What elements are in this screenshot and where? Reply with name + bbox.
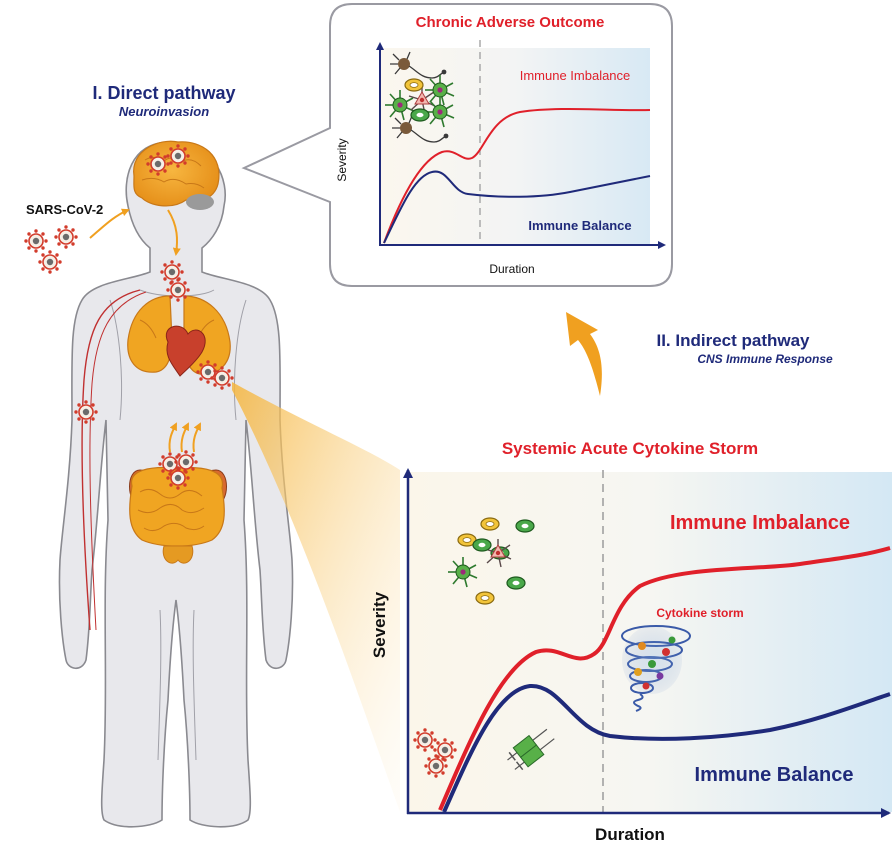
- virus-icon: [23, 228, 49, 254]
- immune-cell-icon: [404, 78, 424, 92]
- indirect-pathway-arrow: [566, 312, 602, 396]
- acute-balance-label: Immune Balance: [695, 764, 854, 786]
- acute-imbalance-label: Immune Imbalance: [670, 512, 850, 534]
- virus-icon: [53, 224, 79, 250]
- tornado-icon: [621, 625, 691, 712]
- immune-cell-icon: [410, 108, 430, 122]
- immune-cell-icon: [515, 519, 535, 533]
- direct-pathway-title: I. Direct pathway: [92, 83, 235, 103]
- human-body: [58, 140, 294, 828]
- indirect-pathway-subtitle: CNS Immune Response: [697, 352, 833, 366]
- acute-imbalance-curve: [438, 546, 891, 811]
- chronic-panel: Chronic Adverse Outcome Duration Severit…: [241, 3, 673, 287]
- chronic-imbalance-label: Immune Imbalance: [520, 68, 631, 83]
- chronic-balance-curve: [383, 170, 651, 244]
- virus-label: SARS-CoV-2: [26, 202, 103, 217]
- chronic-balance-label: Immune Balance: [528, 218, 631, 233]
- direct-pathway-subtitle: Neuroinvasion: [119, 104, 209, 119]
- immune-cell-icon: [472, 538, 492, 552]
- syringe-icon: [507, 728, 555, 771]
- virus-icon: [37, 249, 63, 275]
- indirect-pathway-title: II. Indirect pathway: [656, 331, 810, 350]
- zoom-beam: [232, 382, 400, 812]
- immune-cell-icon: [480, 517, 500, 531]
- chronic-title: Chronic Adverse Outcome: [416, 14, 605, 31]
- cytokine-storm-label: Cytokine storm: [656, 606, 743, 620]
- acute-panel: Systemic Acute Cytokine Storm Duration S…: [370, 439, 892, 844]
- immune-cell-icon: [506, 576, 526, 590]
- chronic-imbalance-curve: [383, 107, 651, 244]
- acute-y-label: Severity: [370, 591, 389, 658]
- acute-balance-curve: [442, 683, 891, 813]
- chronic-x-label: Duration: [489, 262, 534, 276]
- chronic-y-label: Severity: [335, 138, 349, 181]
- heart-icon: [165, 325, 206, 377]
- acute-title: Systemic Acute Cytokine Storm: [502, 439, 758, 458]
- immune-cell-icon: [475, 591, 495, 605]
- acute-x-label: Duration: [595, 825, 665, 844]
